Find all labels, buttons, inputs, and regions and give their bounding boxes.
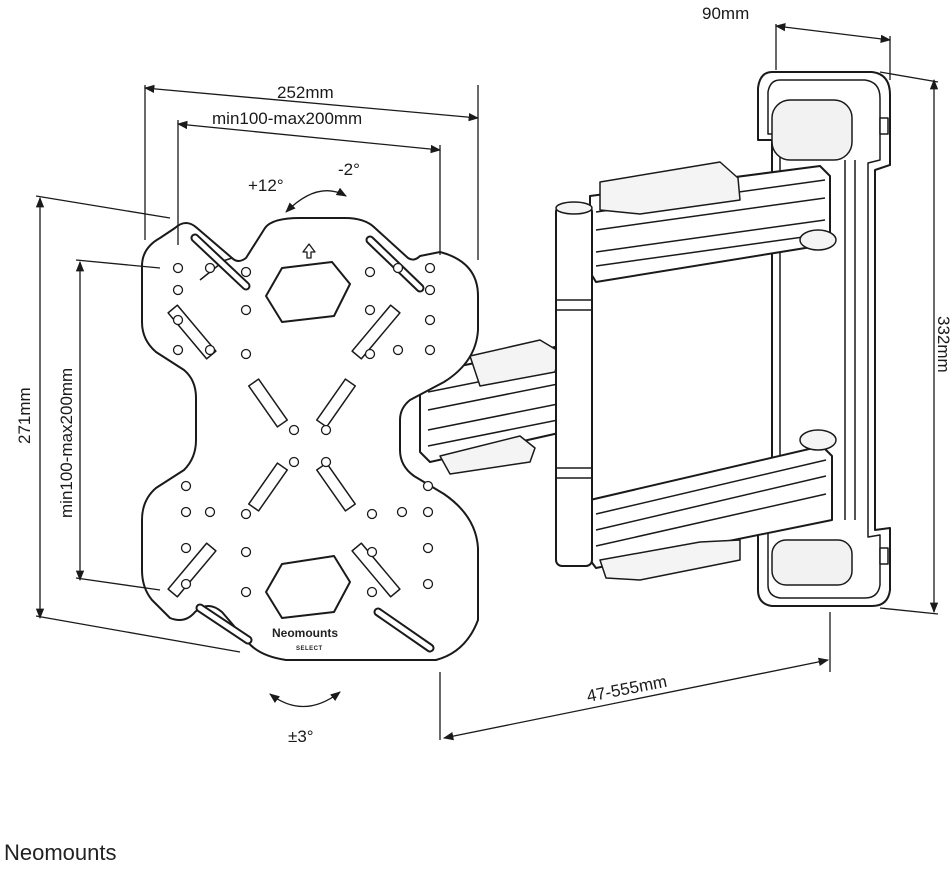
- dimension-lines: [35, 23, 939, 741]
- plate-brand-name: Neomounts: [272, 626, 338, 640]
- label-height-vesa: min100-max200mm: [57, 368, 76, 518]
- label-wall-plate-width: 90mm: [702, 4, 749, 23]
- label-tilt-up: +12°: [248, 176, 284, 195]
- label-width-vesa: min100-max200mm: [212, 109, 362, 128]
- label-height-total: 271mm: [15, 387, 34, 444]
- label-tilt-down: -2°: [338, 160, 360, 179]
- swing-arms: [419, 161, 837, 581]
- footer-brand-logo: Neomounts: [4, 840, 117, 865]
- label-rotation: ±3°: [288, 727, 314, 746]
- plate-brand-sub: SELECT: [296, 646, 323, 652]
- vesa-plate: [141, 217, 479, 661]
- label-width-total: 252mm: [277, 83, 334, 102]
- label-wall-plate-height: 332mm: [934, 316, 951, 373]
